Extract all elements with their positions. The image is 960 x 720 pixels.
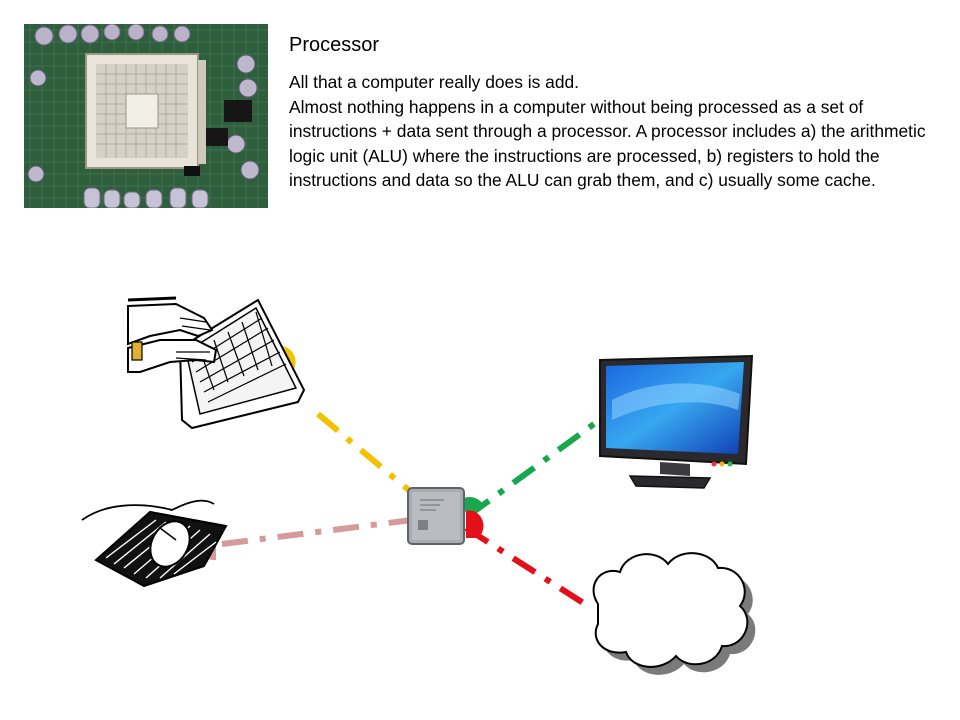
slide-body: All that a computer really does is add. … <box>289 70 929 193</box>
motherboard-cpu-socket-photo <box>24 24 268 208</box>
monitor-connection <box>466 421 596 519</box>
keyboard-clipart <box>127 296 306 430</box>
slide-title: Processor <box>289 34 380 56</box>
processor-red-dot <box>466 509 484 538</box>
cloud-clipart <box>592 552 756 675</box>
processor-connections-diagram <box>81 296 756 675</box>
processor-chip-icon <box>407 487 465 545</box>
cloud-connection <box>464 525 590 609</box>
processor-green-dot <box>464 496 484 512</box>
mouse-clipart <box>81 499 228 588</box>
body-line-intro: All that a computer really does is add. <box>289 72 579 92</box>
mouse-connection <box>221 517 413 547</box>
body-paragraph: Almost nothing happens in a computer wit… <box>289 96 926 191</box>
monitor-clipart <box>599 354 754 489</box>
